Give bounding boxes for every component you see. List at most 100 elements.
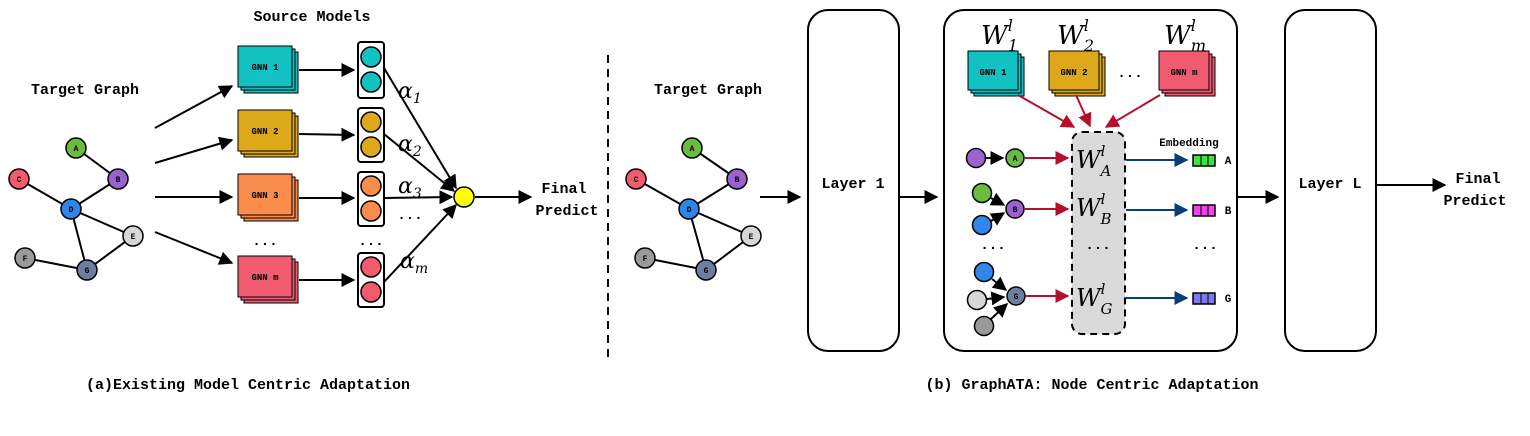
left-graph-node-e	[122, 225, 144, 247]
gnn1-output-bottom	[360, 71, 382, 93]
gnn1-label: GNN 1	[251, 63, 279, 73]
left-graph-node-f-label: F	[23, 255, 28, 264]
embedding-b	[1192, 204, 1216, 217]
layerL-box	[1284, 9, 1377, 352]
arrow-gnn1-to-weights	[1017, 94, 1076, 128]
arrow-outputm-to-combine	[383, 203, 457, 283]
right-graph-node-g-label: G	[704, 267, 709, 276]
right-gnn2-label: GNN 2	[1060, 68, 1087, 78]
neighbor-b-2	[971, 214, 993, 236]
gnn2-stack: GNN 2	[237, 109, 299, 158]
node-weights-box	[1071, 131, 1126, 335]
left-graph-node-d-label: D	[69, 206, 74, 215]
right-predict-label: Predict	[1443, 193, 1506, 210]
center-node-a	[1005, 148, 1025, 168]
embedding-b-label: B	[1225, 206, 1232, 218]
arrow-gnn2-to-output	[298, 127, 356, 142]
right-gnn1-stack: GNN 1	[967, 50, 1025, 97]
left-outputs-ellipsis: ...	[358, 234, 383, 250]
arrow-neighbor-g3	[990, 303, 1009, 320]
gnnm-stack: GNN m	[237, 255, 299, 304]
gnn2-output	[357, 107, 385, 163]
source-models-title: Source Models	[253, 9, 370, 26]
right-gnn1-front-layer	[967, 50, 1019, 91]
right-graph-node-e	[740, 225, 762, 247]
gnn2-output-top	[360, 111, 382, 133]
right-caption: (b) GraphATA: Node Centric Adaptation	[925, 377, 1258, 394]
alpha-2-label: α2	[398, 132, 422, 160]
gnnm-output-bottom	[360, 281, 382, 303]
gnnm-front-layer	[237, 255, 293, 298]
left-graph-node-c-label: C	[17, 176, 22, 185]
right-graph-node-f	[634, 247, 656, 269]
left-graph-node-f	[14, 247, 36, 269]
left-graph-edge-de	[70, 208, 134, 237]
arrow-neighbor-b2	[989, 212, 1006, 226]
right-graph-node-d	[678, 198, 700, 220]
center-node-b-label: B	[1013, 206, 1018, 215]
left-graph-node-a-label: A	[74, 145, 79, 154]
right-gnnm-stack: GNN m	[1158, 50, 1216, 97]
right-graph-node-g	[695, 259, 717, 281]
layer1-box	[807, 9, 900, 352]
gnn2-front-layer	[237, 109, 293, 152]
neighborhood-a: A	[965, 147, 1070, 169]
arrow-output2-to-combine	[383, 133, 456, 192]
neighbor-g-1	[973, 261, 995, 283]
embeddings-ellipsis: ...	[1192, 238, 1217, 254]
left-final-label: Final	[541, 181, 586, 198]
gnnm-output	[357, 252, 385, 308]
layerL-label: Layer L	[1298, 176, 1361, 193]
right-graph-edge-de	[688, 208, 752, 237]
gnn3-output-bottom	[360, 200, 382, 222]
arrow-graph-to-gnn2	[154, 136, 234, 164]
arrow-output1-to-combine	[383, 67, 457, 190]
alpha-ellipsis: ...	[397, 208, 422, 224]
embedding-g-bar	[1192, 292, 1216, 305]
arrow-output3-to-combine	[383, 190, 454, 205]
right-graph-node-a	[681, 137, 703, 159]
embedding-g	[1192, 292, 1216, 305]
center-node-g-label: G	[1014, 293, 1019, 302]
gnn3-label: GNN 3	[251, 191, 278, 201]
right-graph-node-b	[726, 168, 748, 190]
right-gnn2-stack: GNN 2	[1048, 50, 1106, 97]
left-target-graph-title: Target Graph	[31, 82, 139, 99]
neighbor-a-1	[965, 147, 987, 169]
right-gnnm-front-layer	[1158, 50, 1210, 91]
gnn3-output	[357, 171, 385, 227]
embedding-a-label: A	[1225, 156, 1232, 168]
right-graph-node-d-label: D	[687, 206, 692, 215]
embedding-a	[1192, 154, 1216, 167]
embedding-b-bar	[1192, 204, 1216, 217]
left-graph-node-a	[65, 137, 87, 159]
neighborhood-g: G	[966, 261, 1070, 337]
right-graph-node-f-label: F	[643, 255, 648, 264]
arrow-graph-to-gnn1	[154, 85, 234, 129]
alpha-1-label: α1	[398, 79, 422, 107]
left-graph-node-b	[107, 168, 129, 190]
right-final-label: Final	[1455, 171, 1500, 188]
gnn2-output-bottom	[360, 136, 382, 158]
neighbor-g-3	[973, 315, 995, 337]
embedding-title: Embedding	[1159, 138, 1218, 150]
gnnm-output-top	[360, 256, 382, 278]
gnn2-label: GNN 2	[251, 127, 278, 137]
gnn1-front-layer	[237, 45, 293, 88]
gnn3-output-top	[360, 175, 382, 197]
layer1-label: Layer 1	[821, 176, 884, 193]
arrow-neighbor-g1	[991, 276, 1008, 291]
gnn3-front-layer	[237, 173, 293, 216]
left-graph-node-e-label: E	[131, 233, 136, 242]
gnn1-output	[357, 41, 385, 99]
right-graph-node-b-label: B	[735, 176, 740, 185]
left-graph-node-g-label: G	[85, 267, 90, 276]
left-graph-node-d	[60, 198, 82, 220]
right-graph-node-a-label: A	[690, 145, 695, 154]
